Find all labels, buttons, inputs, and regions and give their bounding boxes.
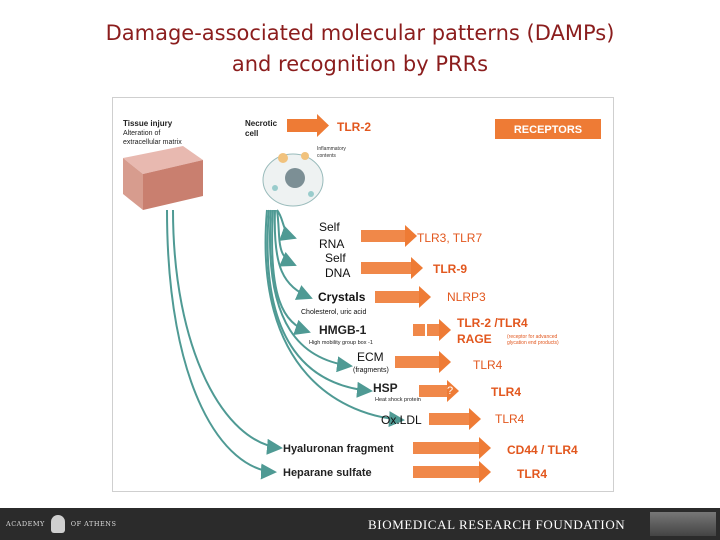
receptor-unknown: ? — [447, 385, 453, 397]
arrow-ecm — [395, 351, 451, 373]
arrow-hyaluronan — [413, 437, 491, 459]
necrotic-label-2: cell — [245, 129, 258, 138]
arrow-necrotic-tlr2 — [287, 114, 329, 137]
arrow-oxldl — [429, 408, 481, 430]
hmgb1-sub-label: High mobility group box -1 — [309, 340, 373, 346]
receptor-tlr4-heparane: TLR4 — [517, 467, 547, 481]
arrow-heparane — [413, 461, 491, 483]
receptors-label: RECEPTORS — [514, 124, 582, 136]
receptor-tlr3-tlr7: TLR3, TLR7 — [417, 231, 482, 245]
title-line-2: and recognition by PRRs — [231, 52, 489, 76]
slide-title: Damage-associated molecular patterns (DA… — [0, 18, 720, 80]
crystals-sub-label: Cholesterol, uric acid — [301, 309, 366, 316]
tissue-block-icon — [123, 146, 203, 210]
crystals-label: Crystals — [318, 290, 366, 304]
damp-figure: Tissue injury Alteration of extracellula… — [112, 97, 614, 492]
receptor-tlr4-hsp: TLR4 — [491, 385, 521, 399]
hyaluronan-label: Hyaluronan fragment — [283, 443, 394, 455]
ecm-label: ECM — [357, 350, 384, 364]
arrow-hsp — [419, 380, 459, 402]
tissue-injury-label: Tissue injury — [123, 119, 173, 128]
arrow-hmgb1 — [413, 319, 451, 341]
building-image-icon — [650, 512, 716, 536]
tissue-sub-label-2: extracellular matrix — [123, 139, 182, 146]
receptor-tlr2-tlr4: TLR-2 /TLR4 — [457, 316, 528, 330]
receptor-rage: RAGE — [457, 332, 492, 346]
receptor-cd44-tlr4: CD44 / TLR4 — [507, 443, 578, 457]
title-line-1: Damage-associated molecular patterns (DA… — [105, 21, 615, 45]
heparane-label: Heparane sulfate — [283, 467, 372, 479]
receptor-rage-sub-1: (receptor for advanced — [507, 334, 558, 340]
inflammatory-label-2: contents — [317, 153, 336, 159]
arrow-crystals — [375, 286, 431, 308]
academy-text-right: OF ATHENS — [70, 520, 117, 528]
tlr2-top-label: TLR-2 — [337, 120, 371, 134]
self-dna-label-2: DNA — [325, 266, 350, 280]
receptor-tlr9: TLR-9 — [433, 262, 467, 276]
necrotic-cell-icon — [262, 152, 324, 207]
footer-bar: ACADEMY OF ATHENS BIOMEDICAL RESEARCH FO… — [0, 508, 720, 540]
self-rna-label-2: RNA — [319, 237, 344, 251]
inflammatory-label-1: Inflammatory — [317, 146, 346, 152]
receptor-tlr4-ecm: TLR4 — [473, 358, 503, 372]
academy-logo: ACADEMY OF ATHENS — [6, 513, 126, 535]
receptor-arrows — [361, 225, 491, 483]
receptors-box — [495, 119, 601, 139]
oxldl-label: Ox.LDL — [381, 413, 422, 427]
arrow-self-dna — [361, 257, 423, 279]
hsp-label: HSP — [373, 381, 398, 395]
tissue-sub-label-1: Alteration of — [123, 130, 160, 137]
self-rna-label-1: Self — [319, 220, 340, 234]
hsp-sub-label: Heat shock protein — [375, 397, 421, 403]
ecm-sub-label: (fragments) — [353, 367, 389, 374]
owl-icon — [50, 515, 65, 533]
necrotic-label-1: Necrotic — [245, 119, 278, 128]
receptor-tlr4-oxldl: TLR4 — [495, 412, 525, 426]
connector-lines — [166, 209, 405, 480]
arrow-self-rna — [361, 225, 417, 247]
foundation-name: BIOMEDICAL RESEARCH FOUNDATION — [368, 517, 626, 532]
receptor-rage-sub-2: glycation end products) — [507, 340, 559, 346]
damp-diagram: Tissue injury Alteration of extracellula… — [123, 114, 601, 483]
receptor-nlrp3: NLRP3 — [447, 290, 486, 304]
academy-text-left: ACADEMY — [6, 520, 45, 528]
self-dna-label-1: Self — [325, 251, 346, 265]
hmgb1-label: HMGB-1 — [319, 323, 367, 337]
